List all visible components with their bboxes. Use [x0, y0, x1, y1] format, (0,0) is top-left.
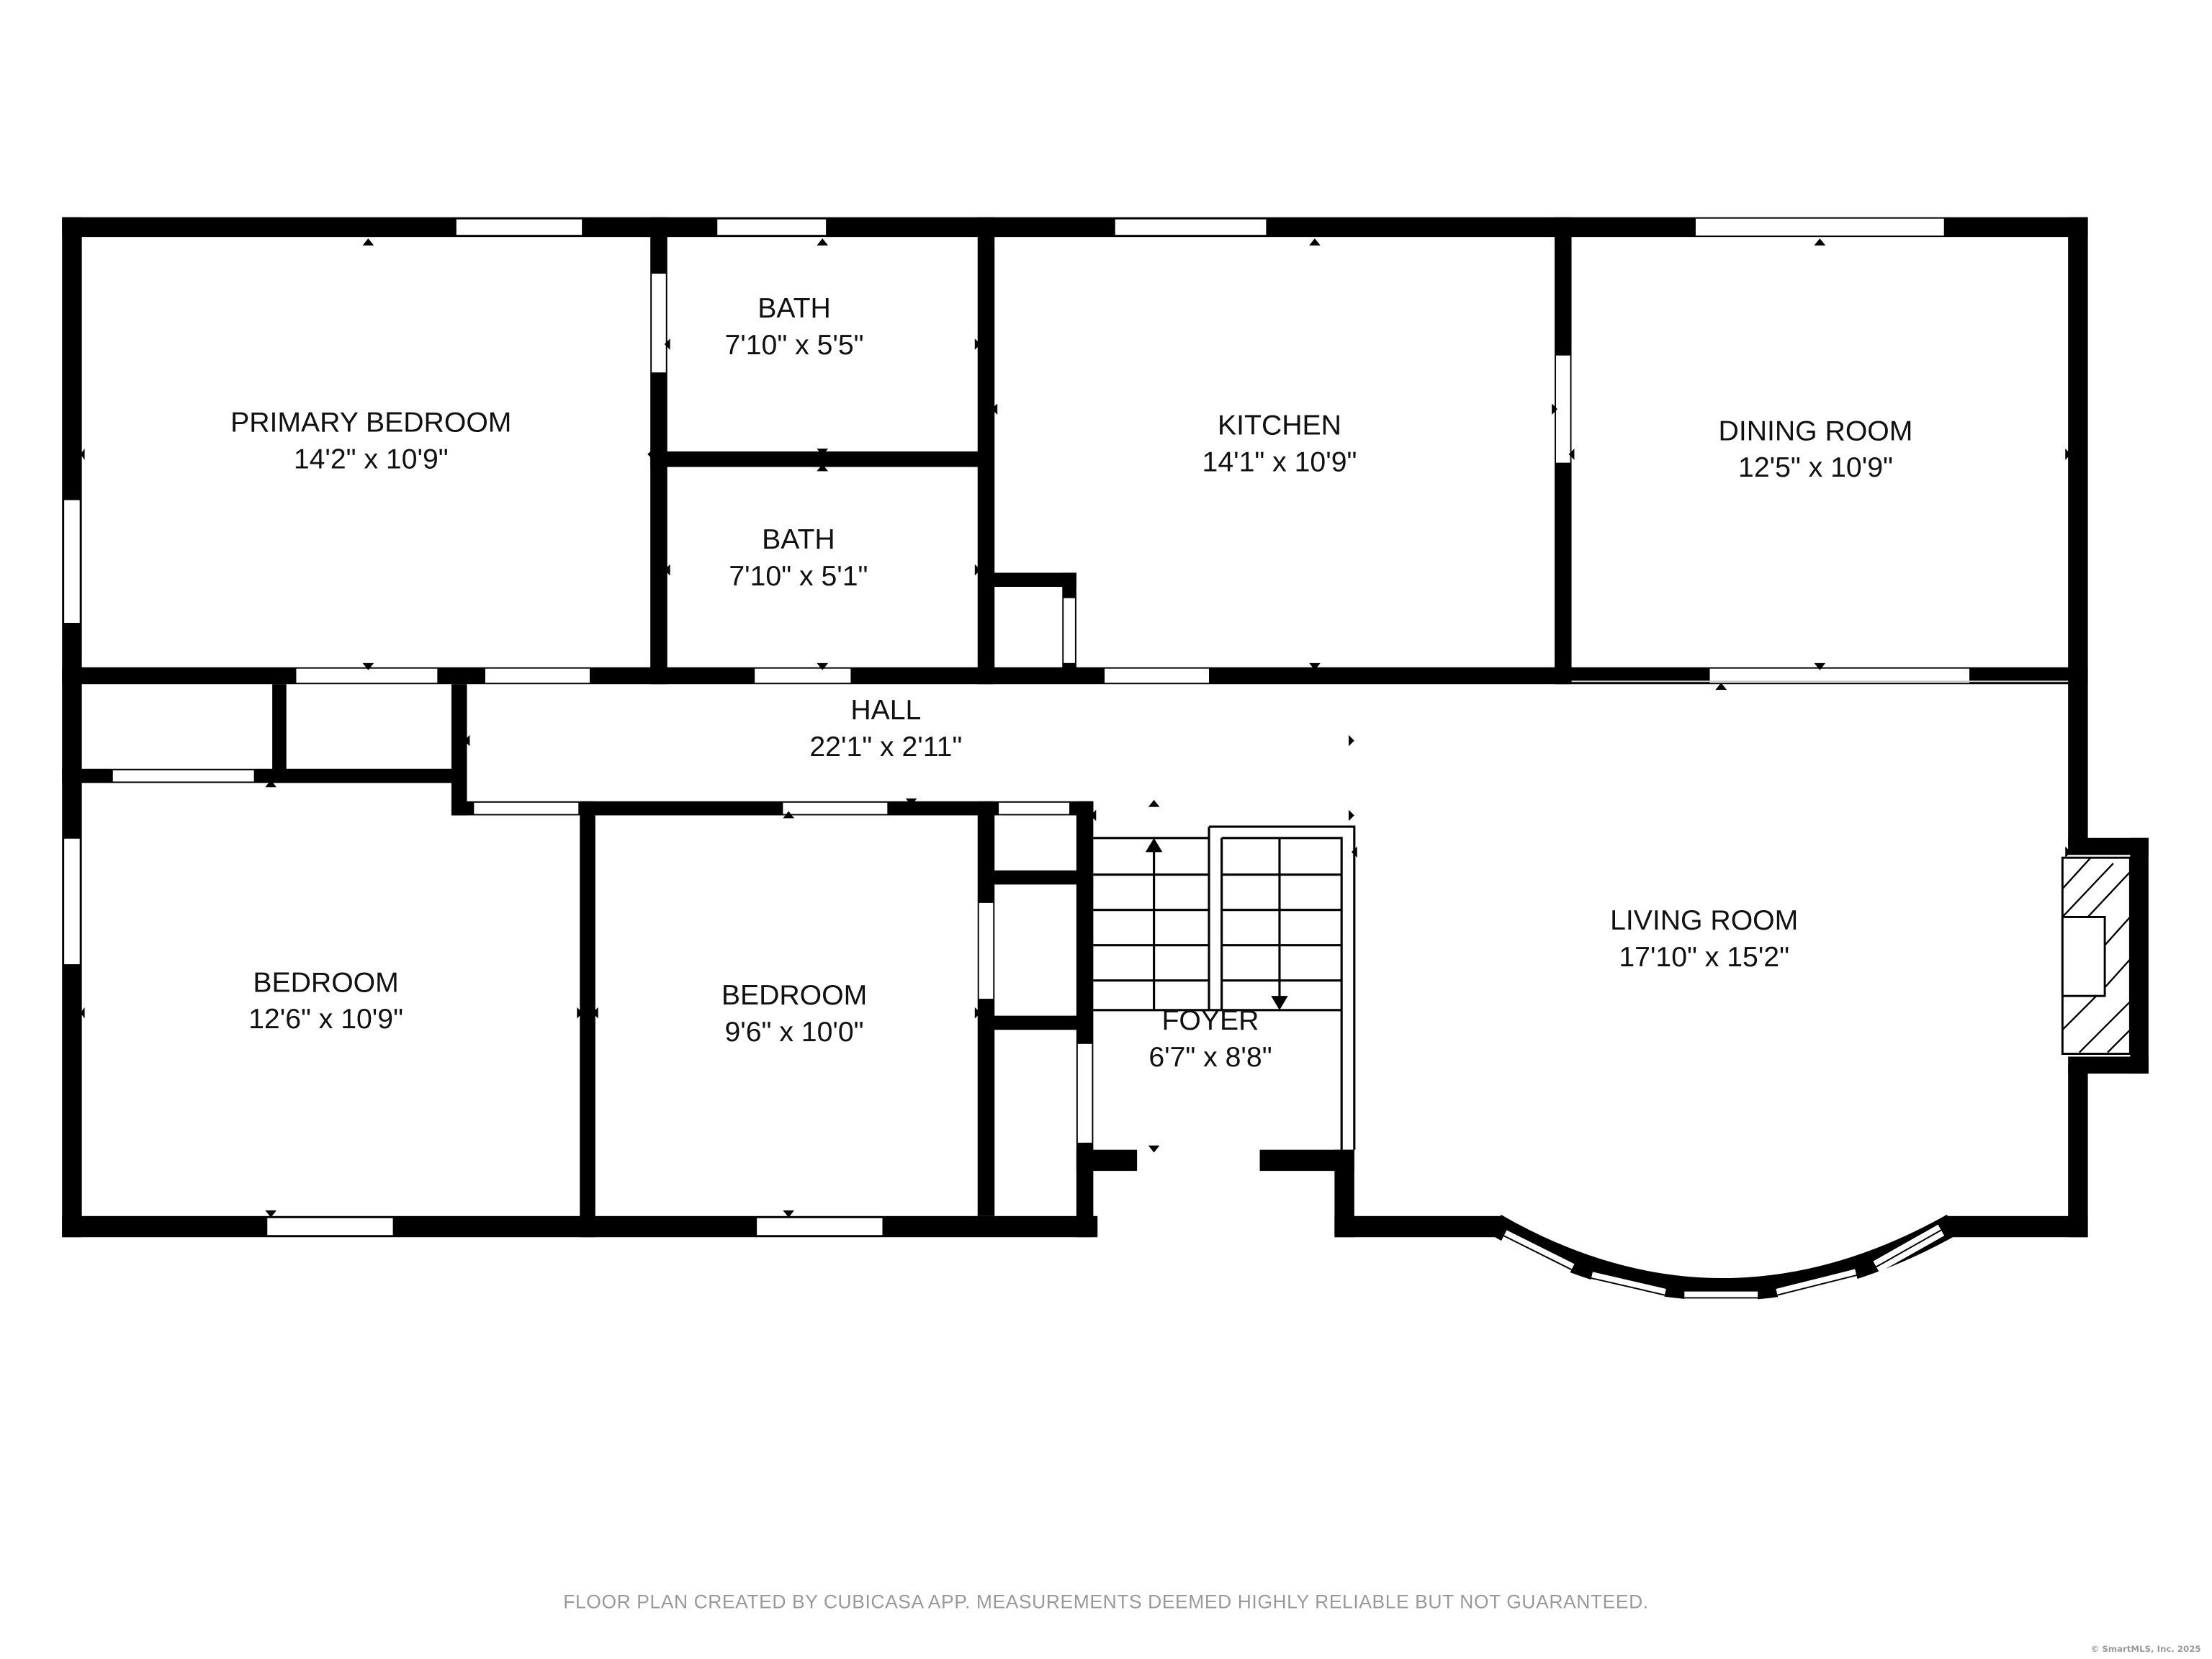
openings: [112, 218, 2069, 1170]
room-size: 12'5" x 10'9": [1738, 452, 1893, 483]
room-labels: PRIMARY BEDROOM 14'2" x 10'9" BATH 7'10"…: [230, 293, 1912, 1073]
room-size: 7'10" x 5'5": [724, 330, 863, 361]
room-name: BATH: [762, 524, 835, 555]
fireplace: [2061, 856, 2131, 1055]
room-size: 12'6" x 10'9": [248, 1004, 403, 1035]
room-name: BATH: [757, 293, 831, 324]
disclaimer-footer: FLOOR PLAN CREATED BY CUBICASA APP. MEAS…: [563, 1591, 1648, 1612]
room-size: 22'1" x 2'11": [809, 732, 962, 763]
room-name: DINING ROOM: [1719, 415, 1913, 446]
room-name: PRIMARY BEDROOM: [230, 408, 511, 439]
windows: [63, 217, 1268, 1237]
room-size: 7'10" x 5'1": [729, 561, 868, 592]
room-name: BEDROOM: [253, 967, 398, 998]
room-name: KITCHEN: [1218, 410, 1341, 441]
room-size: 17'10" x 15'2": [1619, 942, 1789, 973]
room-size: 14'1" x 10'9": [1202, 446, 1357, 477]
room-size: 6'7" x 8'8": [1148, 1042, 1272, 1073]
bay-window: [1489, 1214, 1959, 1305]
copyright-watermark: © SmartMLS, Inc. 2025: [2091, 1644, 2201, 1654]
room-size: 14'2" x 10'9": [294, 444, 449, 475]
staircase: [1093, 825, 1356, 1150]
room-name: LIVING ROOM: [1610, 905, 1798, 936]
room-name: BEDROOM: [721, 980, 867, 1011]
room-size: 9'6" x 10'0": [724, 1017, 863, 1048]
room-name: FOYER: [1162, 1005, 1259, 1036]
room-name: HALL: [850, 695, 921, 726]
dimension-markers: [80, 238, 2072, 1218]
walls: [62, 217, 2149, 1238]
